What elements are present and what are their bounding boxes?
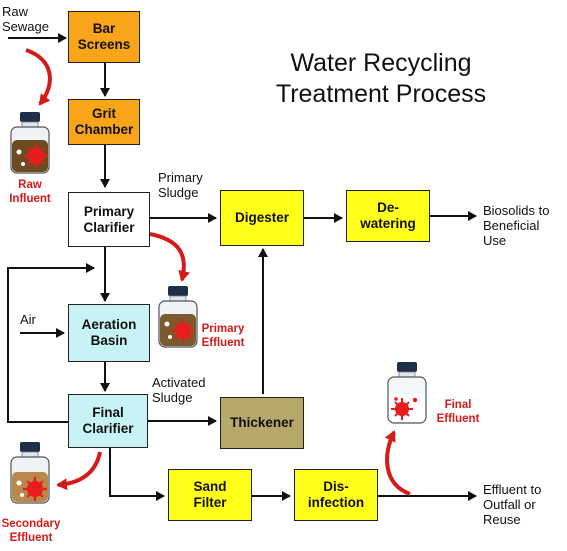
secondary-effluent-label: Secondary Effluent <box>1 518 61 544</box>
primary-sludge-label: Primary Sludge <box>158 170 203 200</box>
title-line-2: Treatment Process <box>275 80 487 108</box>
raw-sample-curved-arrow <box>25 48 52 106</box>
virus-icon <box>24 144 48 168</box>
dewatering-box[interactable]: De- watering <box>346 190 430 242</box>
biosolids-label: Biosolids to Beneficial Use <box>483 203 550 248</box>
aeration-basin-box[interactable]: Aeration Basin <box>68 304 150 362</box>
title-line-1: Water Recycling <box>290 49 472 77</box>
final-effluent-bottle-icon <box>387 362 427 424</box>
air-label: Air <box>20 312 36 327</box>
raw-influent-label: Raw Influent <box>9 179 51 205</box>
activated-sludge-label: Activated Sludge <box>152 375 206 405</box>
final-clarifier-box[interactable]: Final Clarifier <box>68 394 148 448</box>
raw-influent-bottle-icon <box>10 112 50 174</box>
return-sludge-line <box>7 263 95 423</box>
virus-icon <box>171 319 195 343</box>
primary-effluent-bottle-icon <box>158 286 198 348</box>
primary-clarifier-box[interactable]: Primary Clarifier <box>68 192 150 247</box>
thickener-box[interactable]: Thickener <box>220 397 304 449</box>
secondary-sample-curved-arrow <box>56 451 102 491</box>
disinfection-box[interactable]: Dis- infection <box>294 469 378 521</box>
virus-icon <box>391 398 413 420</box>
primary-effluent-label: Primary Effluent <box>201 323 245 349</box>
raw-sewage-label: Raw Sewage <box>2 4 49 34</box>
bar-screens-box[interactable]: Bar Screens <box>68 11 140 63</box>
sand-filter-box[interactable]: Sand Filter <box>168 469 252 521</box>
effluent-outfall-label: Effluent to Outfall or Reuse <box>483 482 542 527</box>
diagram-title: Water Recycling Treatment Process <box>236 48 526 110</box>
virus-icon <box>23 477 47 501</box>
grit-chamber-box[interactable]: Grit Chamber <box>68 99 140 145</box>
final-to-sandfilter-line <box>109 448 165 501</box>
digester-box[interactable]: Digester <box>220 190 304 246</box>
final-sample-curved-arrow <box>384 430 411 496</box>
primary-sample-curved-arrow <box>149 232 190 282</box>
secondary-effluent-bottle-icon <box>10 442 50 504</box>
final-effluent-label: Final Effluent <box>436 399 480 425</box>
